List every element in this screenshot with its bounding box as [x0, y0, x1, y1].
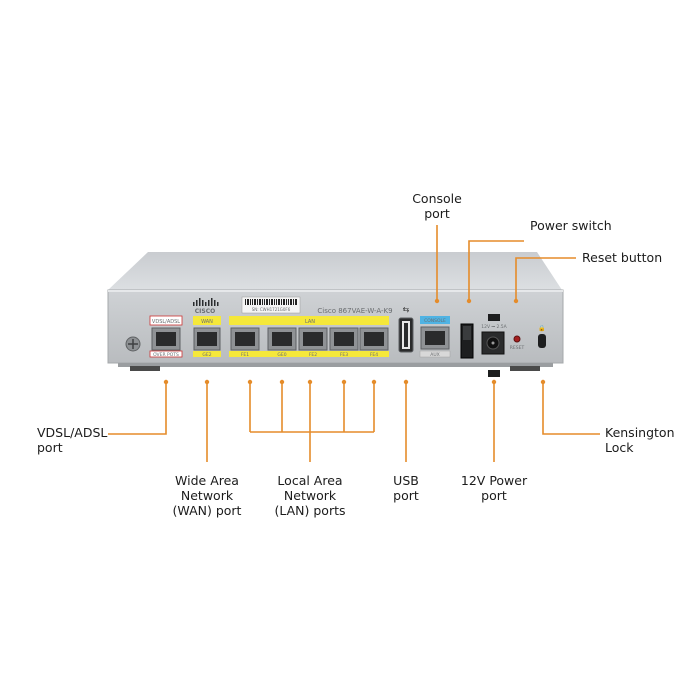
reset-button: RESET [510, 335, 525, 351]
callout-wan-line2: Network [180, 488, 234, 503]
over-pots-label: OVER POTS [153, 352, 179, 358]
chassis-top [108, 252, 562, 290]
leader-lines [108, 225, 600, 462]
callout-console: Console port [412, 191, 462, 221]
leader-power-switch [468, 240, 524, 301]
callout-vdsl-line2: port [37, 440, 63, 455]
power-jack: 12V ⎓ 2.5A [481, 324, 508, 355]
kensington-lock-slot: 🔒 [538, 324, 546, 348]
callout-power-switch-line1: Power switch [530, 218, 612, 233]
callout-wan: Wide Area Network (WAN) port [173, 473, 242, 518]
ge0-label: GE0 [277, 352, 286, 358]
lock-icon: 🔒 [538, 324, 545, 332]
callout-usb-line2: port [393, 488, 419, 503]
rubber-foot-right [510, 366, 540, 371]
lan-band-label: LAN [305, 319, 315, 325]
vdsl-port-label: VDSL/ADSL [152, 319, 180, 325]
callout-power-line2: port [481, 488, 507, 503]
callout-lan-line1: Local Area [277, 473, 343, 488]
fe1-label: FE1 [241, 352, 249, 358]
lan-port-group: LAN FE1 GE0 FE2 FE3 FE4 [229, 316, 389, 358]
callout-lan: Local Area Network (LAN) ports [274, 473, 345, 518]
rubber-foot-left [130, 366, 160, 371]
callout-vdsl: VDSL/ADSL port [37, 425, 107, 455]
callout-console-line2: port [424, 206, 450, 221]
callout-reset: Reset button [582, 250, 662, 265]
model-text: Cisco 867VAE-W-A-K9 [317, 307, 392, 315]
console-port: CONSOLE AUX [419, 316, 451, 358]
ge2-label: GE2 [202, 352, 211, 358]
callout-usb: USB port [393, 473, 419, 503]
ground-screw-icon [125, 336, 141, 352]
callout-usb-line1: USB [393, 473, 419, 488]
reset-label: RESET [510, 345, 525, 351]
callout-power: 12V Power port [461, 473, 527, 503]
fe3-label: FE3 [340, 352, 348, 358]
cisco-logo-icon: CISCO [193, 298, 219, 315]
usb-port: ⇆ [398, 305, 414, 353]
callout-console-line1: Console [412, 191, 462, 206]
power-rating-label: 12V ⎓ 2.5A [481, 324, 507, 330]
callout-lan-line3: (LAN) ports [274, 503, 346, 518]
cisco-brand-text: CISCO [195, 308, 215, 315]
callout-kensington: Kensington Lock [605, 425, 675, 455]
usb-icon: ⇆ [403, 305, 410, 314]
callout-power-line1: 12V Power [460, 473, 528, 488]
callout-kensington-line2: Lock [605, 440, 634, 455]
leader-reset [515, 257, 576, 301]
wan-band-label: WAN [201, 319, 213, 325]
callout-kensington-line1: Kensington [605, 425, 675, 440]
serial-text: SN: CWH1721G0F6 [252, 307, 291, 312]
callout-vdsl-line1: VDSL/ADSL [37, 425, 108, 440]
vdsl-port: VDSL/ADSL OVER POTS [149, 315, 183, 358]
serial-sticker: SN: CWH1721G0F6 [241, 296, 301, 314]
callout-wan-line3: (WAN) port [172, 503, 242, 518]
console-band-label: CONSOLE [424, 318, 446, 324]
callout-lan-line2: Network [283, 488, 337, 503]
leader-vdsl [108, 382, 167, 435]
leader-kensington [542, 382, 600, 435]
callout-power-switch: Power switch [530, 218, 612, 233]
callout-reset-line1: Reset button [582, 250, 663, 265]
power-switch [460, 314, 500, 377]
leader-dots [163, 298, 546, 385]
wan-port: WAN GE2 [193, 316, 221, 358]
fe2-label: FE2 [309, 352, 317, 358]
aux-label: AUX [430, 352, 439, 358]
fe4-label: FE4 [370, 352, 378, 358]
callout-wan-line1: Wide Area [175, 473, 239, 488]
